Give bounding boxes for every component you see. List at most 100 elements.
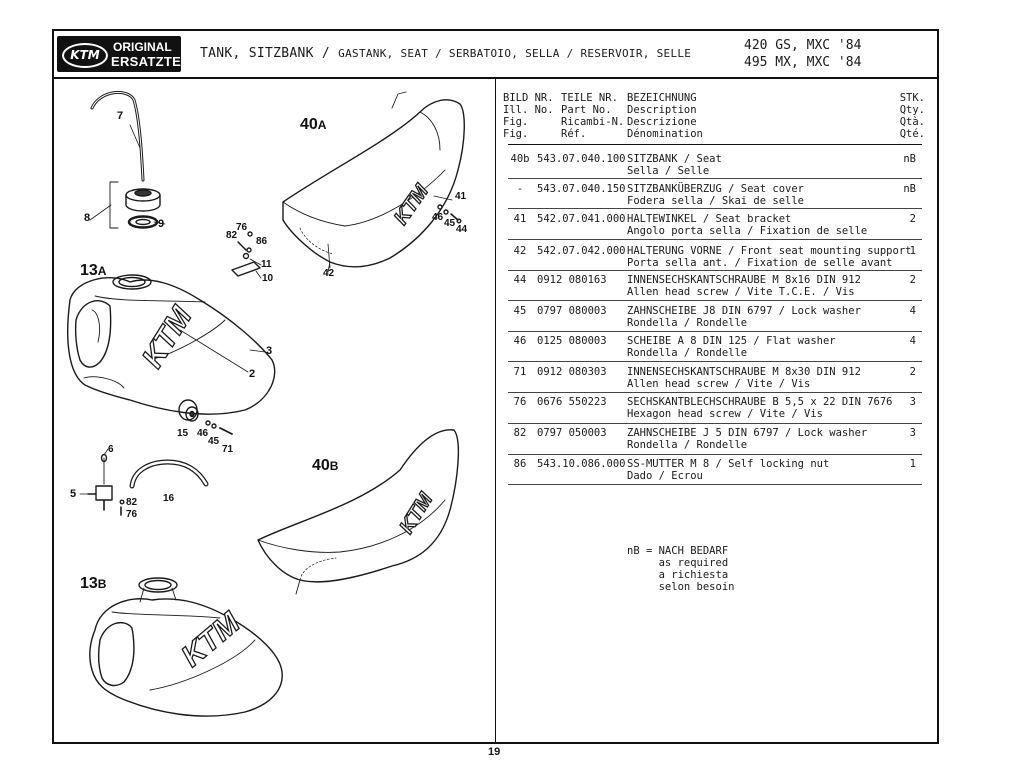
row-desc-line2: Rondella / Rondelle [627,439,748,451]
callout-6: 6 [108,444,114,455]
header-fig-fr: Fig. [503,128,529,140]
page-header: KTM ORIGINAL ERSATZTEILE TANK, SITZBANK … [52,29,939,79]
callout-71: 71 [222,444,234,455]
row-qty: 2 [909,274,916,286]
row-part-number: 542.07.042.000 [537,245,626,257]
callout-13a: 13A [80,262,106,280]
callout-41: 41 [455,191,467,202]
row-part-number: 542.07.041.000 [537,213,626,225]
column-divider [495,79,496,743]
row-qty: 2 [909,366,916,378]
row-desc-line1: ZAHNSCHEIBE J 5 DIN 6797 / Lock washer [627,427,868,439]
header-fig-en: Ill. No. [503,104,554,116]
header-part-de: TEILE NR. [561,92,618,104]
footnote-nb: nB = NACH BEDARF as required a richiesta… [627,545,734,593]
row-part-number: 0912 080163 [537,274,607,286]
header-part-column: TEILE NR. Part No. Ricambi-N. Réf. [561,92,624,140]
row-qty: 3 [909,427,916,439]
row-rule [508,270,922,271]
callout-13b-num: 13 [80,575,98,592]
row-fig: 41 [513,213,527,225]
row-desc-line2: Angolo porta sella / Fixation de selle [627,225,868,237]
row-desc-line2: Dado / Ecrou [627,470,703,482]
row-desc-line1: SCHEIBE A 8 DIN 125 / Flat washer [627,335,836,347]
row-fig: 44 [513,274,527,286]
row-rule [508,392,922,393]
row-desc-line2: Allen head screw / Vite T.C.E. / Vis [627,286,855,298]
header-qty-en: Qty. [899,104,925,116]
callout-40a-num: 40 [300,116,318,133]
callout-40b-num: 40 [312,457,330,474]
tank-bracket [231,231,261,277]
callout-16: 16 [163,493,175,504]
row-fig: 46 [513,335,527,347]
row-desc-line2: Fodera sella / Skai de selle [627,195,805,207]
callout-40b: 40B [312,457,338,475]
row-desc-line1: INNENSECHSKANTSCHRAUBE M 8x16 DIN 912 [627,274,861,286]
row-qty: 1 [909,245,916,257]
callout-3: 3 [266,345,273,357]
row-part-number: 0676 550223 [537,396,607,408]
tank-13a-logo: KTM [136,300,199,373]
row-rule [508,484,922,485]
ktm-logo: KTM ORIGINAL ERSATZTEILE [57,36,202,72]
callout-76-tap: 76 [126,509,138,520]
model-list: 420 GS, MXC '84 495 MX, MXC '84 [744,37,861,71]
header-fig-column: BILD NR. Ill. No. Fig. Fig. [503,92,554,140]
callout-45-seat: 45 [444,218,456,229]
row-desc-line2: Allen head screw / Vite / Vis [627,378,811,390]
row-part-number: 0912 080303 [537,366,607,378]
callout-9: 9 [158,218,165,230]
callout-76-bracket: 76 [236,222,248,233]
callout-40a: 40A [300,116,326,134]
model-line-1: 420 GS, MXC '84 [744,38,862,53]
tank-rubber-mount [178,399,233,435]
callout-13b: 13B [80,575,106,593]
row-fig: 40b [510,153,530,165]
row-desc-line1: SITZBANK / Seat [627,153,722,165]
title-main: TANK, SITZBANK / [200,46,331,61]
callout-13b-suffix: B [97,577,107,591]
page-number: 19 [488,746,501,758]
row-fig: 76 [513,396,527,408]
row-rule [508,239,922,240]
row-qty: nB [903,183,916,195]
row-desc-line2: Sella / Selle [627,165,710,177]
fuel-tap [87,453,125,516]
callout-44: 44 [456,224,468,235]
row-fig: 86 [513,458,527,470]
page-title: TANK, SITZBANK / GASTANK, SEAT / SERBATO… [200,46,691,61]
header-part-it: Ricambi-N. [561,116,625,128]
row-desc-line2: Porta sella ant. / Fixation de selle ava… [627,257,893,269]
ktm-logo-mark: KTM [62,43,108,68]
row-rule [508,423,922,424]
row-desc-line1: SECHSKANTBLECHSCHRAUBE B 5,5 x 22 DIN 76… [627,396,893,408]
callout-42: 42 [323,268,335,279]
row-desc-line1: ZAHNSCHEIBE J8 DIN 6797 / Lock washer [627,305,861,317]
row-fig: - [516,183,524,195]
row-rule [508,208,922,209]
fuel-tank-13b [89,577,283,717]
note-line-4: selon besoin [627,581,735,593]
row-desc-line2: Hexagon head screw / Vite / Vis [627,408,823,420]
header-desc-en: Description [627,104,697,116]
callout-5: 5 [70,488,77,500]
callout-11: 11 [261,259,272,270]
row-rule [508,178,922,179]
row-rule [508,300,922,301]
callout-40a-suffix: A [317,118,327,132]
row-part-number: 543.07.040.150 [537,183,626,195]
header-fig-it: Fig. [503,116,529,128]
row-qty: 1 [909,458,916,470]
header-desc-it: Descrizione [627,116,697,128]
header-qty-it: Qtà. [899,116,925,128]
row-desc-line2: Rondella / Rondelle [627,347,748,359]
row-qty: 2 [909,213,916,225]
note-line-1: nB = NACH BEDARF [627,545,729,557]
